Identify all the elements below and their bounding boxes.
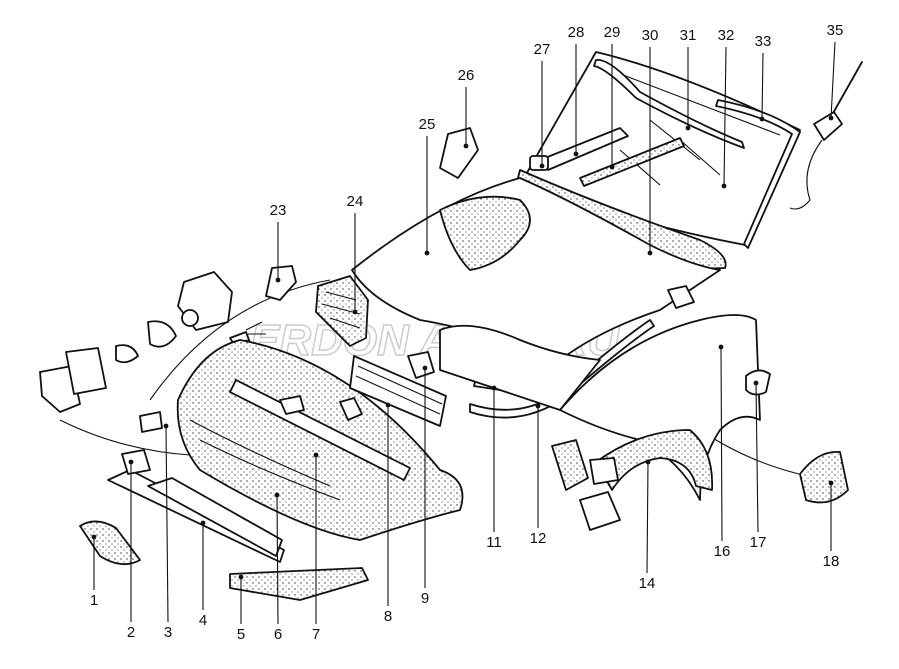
callout-number-32: 32 — [718, 27, 735, 44]
leader-dot-23 — [275, 277, 281, 283]
radiator-grille — [349, 355, 447, 427]
leader-dot-12 — [535, 403, 541, 409]
callout-number-26: 26 — [458, 67, 475, 84]
callout-number-18: 18 — [823, 553, 840, 570]
callout-number-28: 28 — [568, 24, 585, 41]
callout-number-16: 16 — [714, 543, 731, 560]
lower-spoiler — [107, 469, 369, 601]
leader-line-32 — [723, 46, 727, 187]
leader-dot-4 — [200, 520, 206, 526]
callout-number-27: 27 — [534, 41, 551, 58]
leader-line-6 — [276, 494, 279, 625]
leader-dot-2 — [128, 459, 134, 465]
lower-grille — [147, 477, 283, 557]
leader-dot-1 — [91, 534, 97, 540]
bumper-side-bracket — [39, 347, 107, 413]
fender-mount-bracket — [667, 285, 695, 309]
leader-line-14 — [646, 461, 649, 574]
leader-line-3 — [165, 425, 169, 623]
bumper-mount-bracket — [121, 411, 163, 475]
callout-number-2: 2 — [127, 624, 135, 641]
leader-dot-18 — [828, 480, 834, 486]
leader-dot-35 — [828, 115, 834, 121]
leader-dot-27 — [539, 163, 545, 169]
leader-dot-28 — [573, 151, 579, 157]
leader-dot-5 — [238, 574, 244, 580]
callout-number-24: 24 — [347, 193, 364, 210]
leader-dot-32 — [721, 183, 727, 189]
leader-dot-33 — [759, 116, 765, 122]
leader-line-33 — [761, 52, 764, 120]
callout-number-9: 9 — [421, 590, 429, 607]
callout-number-29: 29 — [604, 24, 621, 41]
fender-liner-brackets — [551, 439, 619, 491]
callout-leader-lines — [91, 41, 836, 625]
callout-number-25: 25 — [419, 116, 436, 133]
leader-dot-25 — [424, 250, 430, 256]
callout-number-3: 3 — [164, 624, 172, 641]
leader-line-16 — [720, 346, 723, 542]
wiper-blade — [579, 137, 685, 187]
callout-number-8: 8 — [384, 608, 392, 625]
leader-dot-29 — [609, 164, 615, 170]
leader-dot-24 — [352, 309, 358, 315]
leader-dot-6 — [274, 492, 280, 498]
callout-number-5: 5 — [237, 626, 245, 643]
callout-number-4: 4 — [199, 612, 207, 629]
leader-dot-8 — [385, 402, 391, 408]
callout-number-35: 35 — [827, 22, 844, 39]
leader-dot-30 — [647, 250, 653, 256]
leader-dot-9 — [422, 365, 428, 371]
leader-dot-31 — [685, 125, 691, 131]
callout-number-12: 12 — [530, 530, 547, 547]
leader-dot-26 — [463, 143, 469, 149]
bumper-reinforcement — [229, 379, 411, 481]
grille-latch — [407, 351, 435, 379]
fender-rear-bracket — [799, 451, 849, 504]
windshield-top-seal — [593, 59, 745, 149]
inner-fender-liner — [579, 429, 714, 531]
leader-line-35 — [830, 41, 836, 119]
fog-lamp-assembly — [115, 271, 233, 364]
leader-line-17 — [755, 382, 759, 533]
callout-number-1: 1 — [90, 592, 98, 609]
leader-dot-11 — [491, 385, 497, 391]
fog-light-trim — [79, 520, 141, 566]
hood-inner-panel — [439, 324, 601, 411]
antenna — [789, 61, 863, 210]
callout-number-23: 23 — [270, 202, 287, 219]
callout-number-31: 31 — [680, 27, 697, 44]
callout-number-11: 11 — [486, 534, 502, 551]
leader-dot-3 — [163, 423, 169, 429]
callout-number-17: 17 — [750, 534, 767, 551]
leader-dot-16 — [718, 344, 724, 350]
windshield-side-moulding — [715, 99, 801, 249]
leader-dot-17 — [753, 380, 759, 386]
turn-signal-bracket — [265, 265, 297, 301]
callout-number-7: 7 — [312, 626, 320, 643]
hood-hinge-bracket — [439, 127, 479, 179]
leader-dot-14 — [645, 459, 651, 465]
callout-number-6: 6 — [274, 626, 282, 643]
hood — [351, 177, 721, 361]
bumper-clip — [339, 397, 363, 421]
callout-number-14: 14 — [639, 575, 656, 592]
callout-number-30: 30 — [642, 27, 659, 44]
callout-number-33: 33 — [755, 33, 772, 50]
leader-dot-7 — [313, 452, 319, 458]
